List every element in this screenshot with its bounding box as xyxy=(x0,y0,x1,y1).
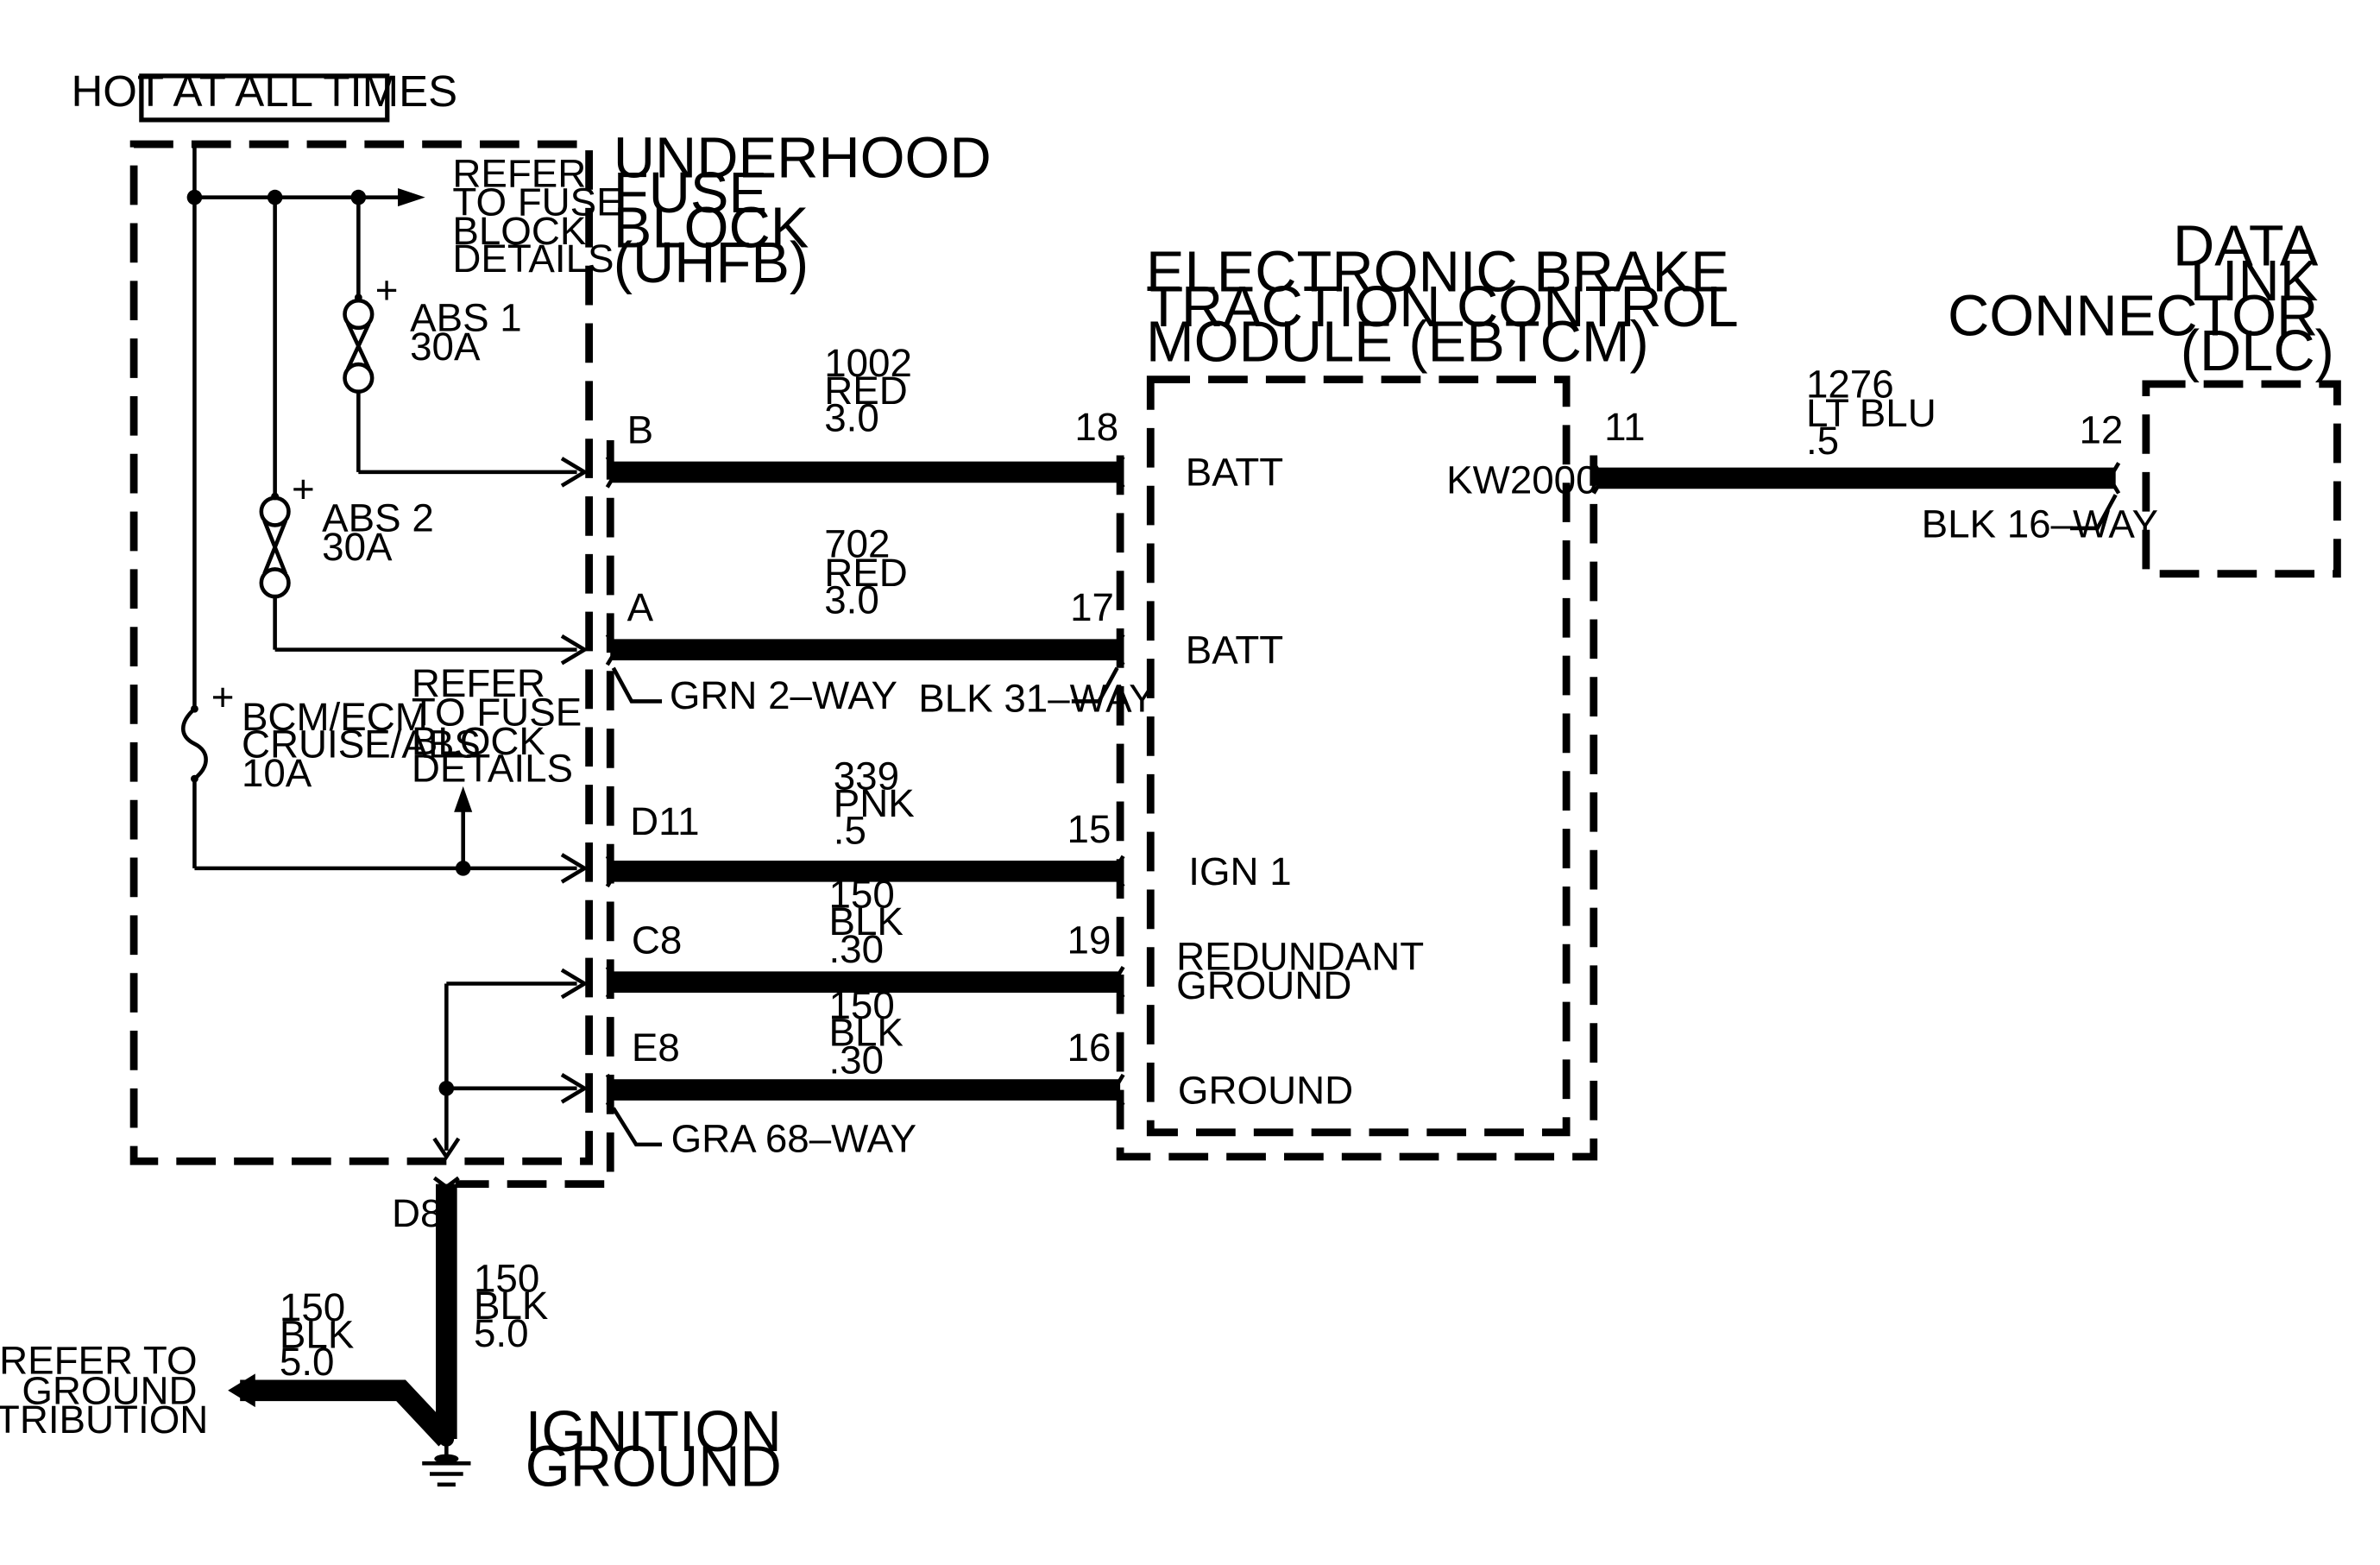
uhfb-block: UNDERHOOD FUSE BLOCK (UHFB) REFER TO FUS… xyxy=(129,127,1008,1165)
ebtcm-inner-border xyxy=(1146,375,1571,1137)
ground-wire-left-label: 150 BLK 5.0 xyxy=(280,1285,365,1384)
pin-e8: E8 xyxy=(632,1025,680,1070)
circuit-150-e8-label: 150 BLK .30 xyxy=(828,983,914,1082)
pin-c8: C8 xyxy=(632,918,682,962)
abs1-fuse-rating: 30A xyxy=(410,325,481,369)
refer-top-arrow-icon xyxy=(398,188,425,207)
ebtcm-module: ELECTRONIC BRAKE TRACTION CONTROL MODULE… xyxy=(1116,241,1754,1161)
circuit-702-label: 702 RED 3.0 xyxy=(824,521,918,622)
pin-d8: D8 xyxy=(392,1191,442,1235)
abs1-fuse-name: ABS 1 xyxy=(410,295,522,339)
ebtcm-kw2000: KW2000 xyxy=(1446,458,1597,502)
bcm-fuse-rating: 10A xyxy=(242,751,312,795)
ebtcm-pin-ground: GROUND xyxy=(1178,1068,1353,1112)
blk-16way-label: BLK 16–WAY xyxy=(1922,502,2158,546)
circuit-1002-label: 1002 RED 3.0 xyxy=(824,341,922,439)
gra-68way-label: GRA 68–WAY xyxy=(671,1117,917,1161)
pin-15: 15 xyxy=(1067,807,1111,851)
pin-12: 12 xyxy=(2079,407,2123,451)
abs1-plus: + xyxy=(375,268,399,312)
ground-symbol-icon xyxy=(422,1431,471,1487)
bcm-plus: + xyxy=(211,675,235,719)
uhfb-dashed-border xyxy=(129,140,594,1165)
blk-31way-label: BLK 31–WAY xyxy=(918,677,1155,721)
ignition-ground-section: D8 150 BLK 5.0 150 BLK 5.0 REFER TO GROU… xyxy=(0,1176,798,1499)
ebtcm-pin-ign1: IGN 1 xyxy=(1188,849,1291,893)
hot-at-all-times-box: HOT AT ALL TIMES xyxy=(71,66,457,123)
uhfb-title: UNDERHOOD FUSE BLOCK (UHFB) xyxy=(614,127,1008,295)
hot-at-all-times-label: HOT AT ALL TIMES xyxy=(71,66,457,116)
dlc-connector: DATA LINK CONNECTOR (DLC) xyxy=(1948,215,2341,578)
pin-18: 18 xyxy=(1074,405,1118,449)
ignition-ground-title: IGNITION GROUND xyxy=(526,1400,798,1499)
circuit-1276-label: 1276 LT BLU .5 xyxy=(1806,363,1947,463)
ebtcm-pin-redundant-ground: REDUNDANT GROUND xyxy=(1176,935,1435,1007)
bcm-fuse-name: BCM/ECM CRUISE/ABS xyxy=(242,695,481,767)
pin-11: 11 xyxy=(1604,405,1645,449)
refer-mid-arrow-icon xyxy=(454,786,473,812)
bcm-ecm-fuse-icon xyxy=(180,197,208,868)
circuit-150-c8-label: 150 BLK .30 xyxy=(828,873,914,971)
grn-2way-label: GRN 2–WAY xyxy=(670,673,897,717)
ground-refer-text: REFER TO GROUND DISTRIBUTION xyxy=(0,1338,208,1442)
uhfb-connector-border xyxy=(455,439,614,1189)
refer-top-text: REFER TO FUSE BLOCK DETAILS xyxy=(452,151,633,280)
pin-17: 17 xyxy=(1070,585,1114,629)
refer-mid-text: REFER TO FUSE BLOCK DETAILS xyxy=(412,661,593,790)
ebtcm-outer-border xyxy=(1116,455,1598,1161)
ground-wire-vertical-label: 150 BLK 5.0 xyxy=(474,1256,559,1354)
pin-19: 19 xyxy=(1067,918,1111,962)
abs2-fuse-name: ABS 2 xyxy=(322,495,434,540)
pin-a: A xyxy=(627,585,654,629)
abs1-fuse-icon xyxy=(343,197,375,472)
circuit-339-label: 339 PNK .5 xyxy=(834,754,926,852)
pin-d11: D11 xyxy=(630,799,699,843)
ground-distribution-arrow-icon xyxy=(228,1373,255,1408)
pin-16: 16 xyxy=(1067,1025,1111,1070)
abs2-fuse-rating: 30A xyxy=(322,525,393,569)
dlc-dashed-border xyxy=(2142,380,2341,578)
ebtcm-title: ELECTRONIC BRAKE TRACTION CONTROL MODULE… xyxy=(1146,241,1754,375)
dlc-title: DATA LINK CONNECTOR (DLC) xyxy=(1948,215,2334,383)
ebtcm-pin-batt-1: BATT xyxy=(1186,451,1283,495)
pin-b: B xyxy=(627,407,654,451)
abs2-plus: + xyxy=(292,467,315,511)
harness-wires xyxy=(610,461,2116,1101)
ebtcm-pin-batt-2: BATT xyxy=(1186,628,1283,672)
abs2-fuse-icon xyxy=(259,197,291,650)
